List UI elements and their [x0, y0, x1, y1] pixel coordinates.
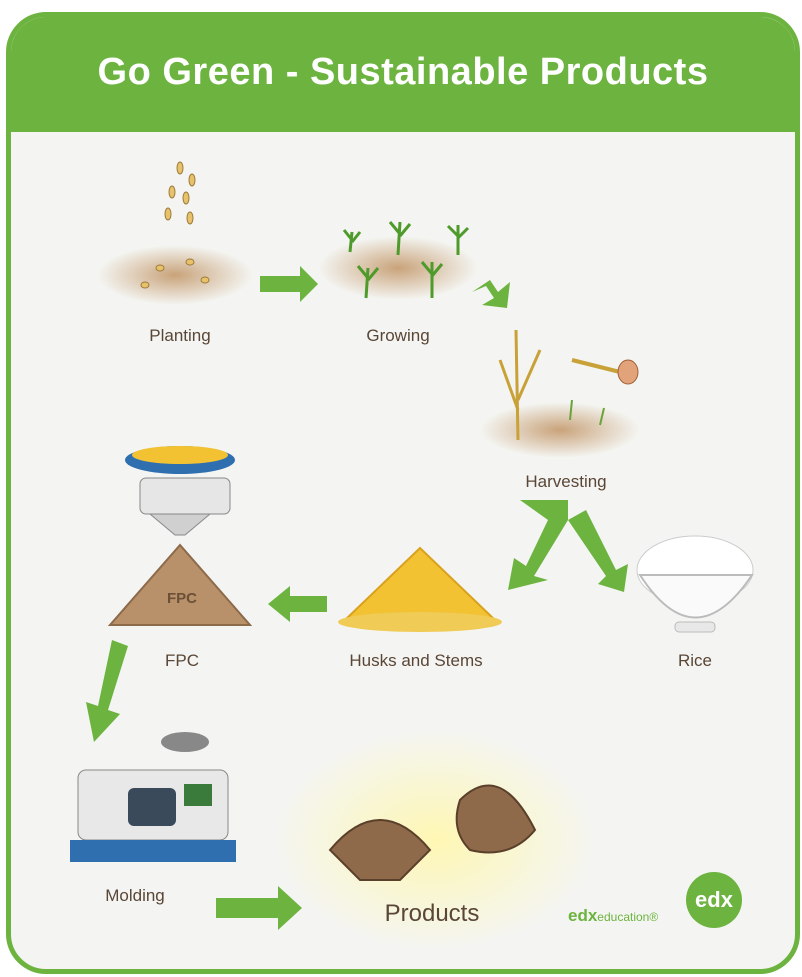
rice-illustration: [636, 535, 754, 633]
brand-logo-name: edx: [568, 906, 598, 925]
header-bar: Go Green - Sustainable Products: [11, 17, 795, 132]
husks-illustration: [338, 546, 502, 632]
arrow-planting-to-growing: [260, 266, 318, 302]
arrow-husks-to-fpc: [268, 586, 327, 622]
products-label: Products: [384, 900, 480, 927]
rice-label: Rice: [677, 651, 713, 670]
fpc-illustration: FPC: [107, 446, 253, 626]
arrow-fpc-to-molding: [86, 640, 128, 742]
products-illustration: [275, 730, 595, 950]
arrow-molding-to-products: [216, 886, 302, 930]
brand-logo-suffix: education: [597, 910, 650, 924]
harvesting-label: Harvesting: [525, 472, 607, 491]
brand-logo-mark: ®: [649, 910, 659, 924]
harvesting-illustration: [480, 329, 640, 458]
husks-label: Husks and Stems: [349, 651, 483, 670]
arrow-harvesting-to-rice: [568, 510, 628, 592]
molding-illustration: [70, 732, 236, 862]
flow-arrows: [86, 266, 628, 930]
growing-illustration: [318, 221, 478, 300]
brand-badge: edx: [686, 872, 742, 928]
planting-label: Planting: [149, 326, 211, 345]
arrow-growing-to-harvesting: [472, 280, 510, 308]
brand-logo: edxeducation®: [568, 906, 658, 926]
fpc-label: FPC: [165, 651, 199, 670]
arrow-harvesting-to-husks: [508, 500, 568, 590]
pile-label: FPC: [167, 590, 197, 607]
page-title: Go Green - Sustainable Products: [97, 51, 709, 93]
growing-label: Growing: [366, 326, 430, 345]
molding-label: Molding: [105, 886, 165, 905]
planting-illustration: [97, 161, 253, 305]
